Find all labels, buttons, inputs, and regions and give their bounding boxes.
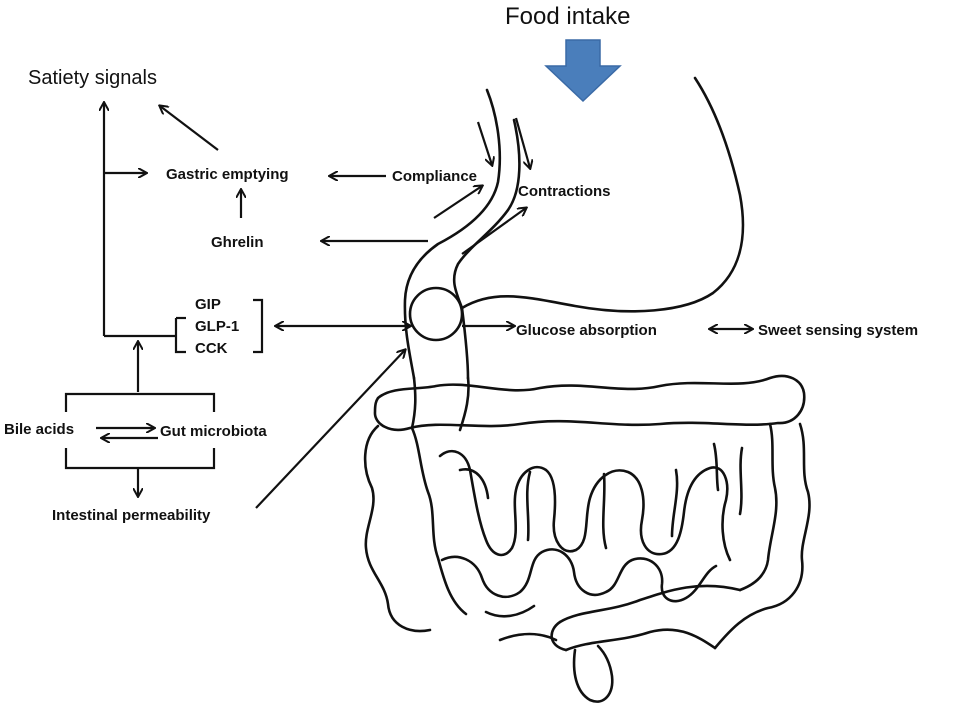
food-intake-label: Food intake xyxy=(505,3,630,30)
wall-to-compliance-arrow xyxy=(433,186,482,219)
sweet-sensing-label: Sweet sensing system xyxy=(758,322,918,339)
permeability-to-duodenum-arrow xyxy=(255,350,405,509)
gastric-emptying-label: Gastric emptying xyxy=(166,166,289,183)
satiety-signals-label: Satiety signals xyxy=(28,67,157,89)
glp1-label: GLP-1 xyxy=(195,318,239,335)
hormone-bracket-left xyxy=(174,318,186,354)
gut-microbiota-label: Gut microbiota xyxy=(160,423,267,440)
gip-label: GIP xyxy=(195,296,221,313)
cck-label: CCK xyxy=(195,340,228,357)
intestines-outline xyxy=(363,374,811,703)
intestinal-permeability-label: Intestinal permeability xyxy=(52,507,211,524)
esophagus-down-arrow-1 xyxy=(476,121,492,165)
glucose-absorption-label: Glucose absorption xyxy=(516,322,657,339)
esophagus-down-arrow-2 xyxy=(514,117,530,168)
hormone-bracket-right xyxy=(253,298,264,354)
ghrelin-label: Ghrelin xyxy=(211,234,264,251)
box-bottom-edge xyxy=(64,448,216,470)
compliance-label: Compliance xyxy=(392,168,477,185)
box-top-edge xyxy=(64,392,216,412)
pylorus-circle xyxy=(408,286,464,342)
food-intake-arrow xyxy=(544,39,622,103)
contractions-label: Contractions xyxy=(518,183,611,200)
bile-acids-label: Bile acids xyxy=(4,421,74,438)
wall-to-contractions-arrow xyxy=(461,208,526,255)
gastric-to-satiety-arrow xyxy=(160,106,219,151)
